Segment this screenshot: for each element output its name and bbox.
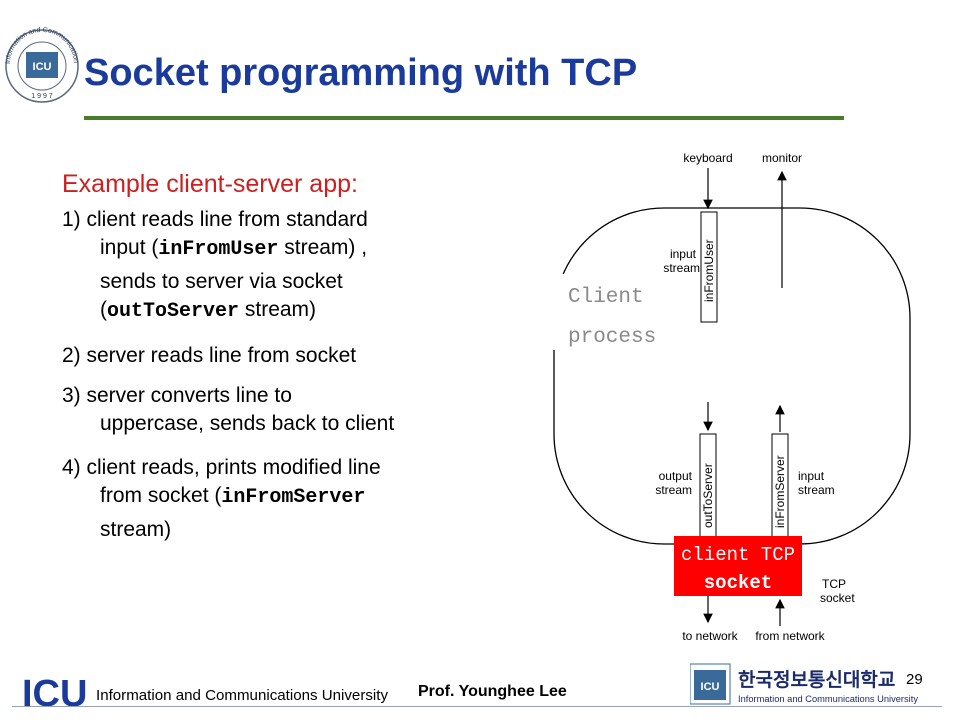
list-item-4: 4) client reads, prints modified line fr… <box>62 454 502 544</box>
footer-logo-right-korean: 한국정보통신대학교 <box>738 669 895 691</box>
item-1-line-4: (outToServer stream) <box>62 296 502 326</box>
client-process-boundary <box>553 207 911 545</box>
tcp-socket-label-1: TCP <box>822 577 846 591</box>
item-1-code-outtoserver: outToServer <box>107 300 240 323</box>
seal-badge-text: ICU <box>33 61 52 73</box>
footer-logo-left-text: Information and Communications Universit… <box>96 687 388 704</box>
footer-divider <box>12 706 942 707</box>
university-seal-logo: Information and Communications Universit… <box>2 24 79 103</box>
item-1-lead: 1) client reads line from standard <box>62 208 368 231</box>
item-1-line-3: sends to server via socket <box>100 270 343 293</box>
item-1-text-b: stream) , <box>278 236 368 259</box>
tcp-socket-label-2: socket <box>820 591 855 605</box>
client-process-label-1: Client <box>568 286 644 309</box>
item-1-code-infromuser: inFromUser <box>158 238 279 261</box>
list-item-3: 3) server converts line to uppercase, se… <box>62 382 502 438</box>
title-divider <box>84 116 844 120</box>
item-1-text-d: stream) <box>239 298 317 321</box>
list-item-1: 1) client reads line from standard input… <box>62 206 502 326</box>
client-process-label-2: process <box>568 326 656 349</box>
item-4-line-3: stream) <box>100 518 172 541</box>
footer-university-logo-right: ICU 한국정보통신대학교 Information and Communicat… <box>690 663 919 705</box>
output-stream-label-2: stream <box>655 483 692 497</box>
from-network-label: from network <box>755 629 825 643</box>
list-item-2: 2) server reads line from socket <box>62 342 502 370</box>
footer-logo-right-english: Information and Communications Universit… <box>738 694 919 704</box>
item-1-line-2: input (inFromUser stream) , <box>62 234 502 264</box>
monitor-label: monitor <box>762 151 802 165</box>
item-4-code-infromserver: inFromServer <box>221 486 366 509</box>
outtoserver-label: outToServer <box>701 463 715 528</box>
footer-logo-right-mark: ICU <box>701 681 720 693</box>
infromuser-label: inFromUser <box>702 239 716 302</box>
footer-university-logo-left: ICU Information and Communications Unive… <box>22 673 388 712</box>
item-3-lead: 3) server converts line to <box>62 384 292 407</box>
seal-year-text: 1 9 9 7 <box>31 93 53 100</box>
infromserver-label: inFromServer <box>773 455 787 528</box>
socket-box-label-1: client TCP <box>681 544 795 566</box>
input-stream2-label-2: stream <box>798 483 835 497</box>
to-network-label: to network <box>682 629 738 643</box>
footer-logo-left-mark: ICU <box>22 673 87 712</box>
keyboard-label: keyboard <box>683 151 732 165</box>
item-4-lead: 4) client reads, prints modified line <box>62 456 381 479</box>
slide-subtitle: Example client-server app: <box>62 170 358 198</box>
page-number: 29 <box>906 671 923 688</box>
item-2-lead: 2) server reads line from socket <box>62 344 357 367</box>
item-4-line-2: from socket (inFromServer <box>62 482 502 512</box>
slide-title: Socket programming with TCP <box>84 52 638 94</box>
socket-box-label-2: socket <box>704 572 772 594</box>
infromuser-pipe <box>700 211 718 323</box>
item-3-line-2: uppercase, sends back to client <box>100 412 395 435</box>
input-stream2-label-1: input <box>798 469 825 483</box>
item-1-text-c: ( <box>100 298 107 321</box>
output-stream-label-1: output <box>659 469 693 483</box>
client-process-diagram: keyboard monitor inFromUser input stream… <box>548 151 911 643</box>
input-stream-label-1: input <box>670 247 697 261</box>
client-tcp-socket-box <box>674 536 802 596</box>
input-stream-label-2: stream <box>663 261 700 275</box>
item-4-text-a: from socket ( <box>100 484 222 507</box>
footer-author: Prof. Younghee Lee <box>418 683 567 700</box>
item-1-text-a: input ( <box>100 236 159 259</box>
